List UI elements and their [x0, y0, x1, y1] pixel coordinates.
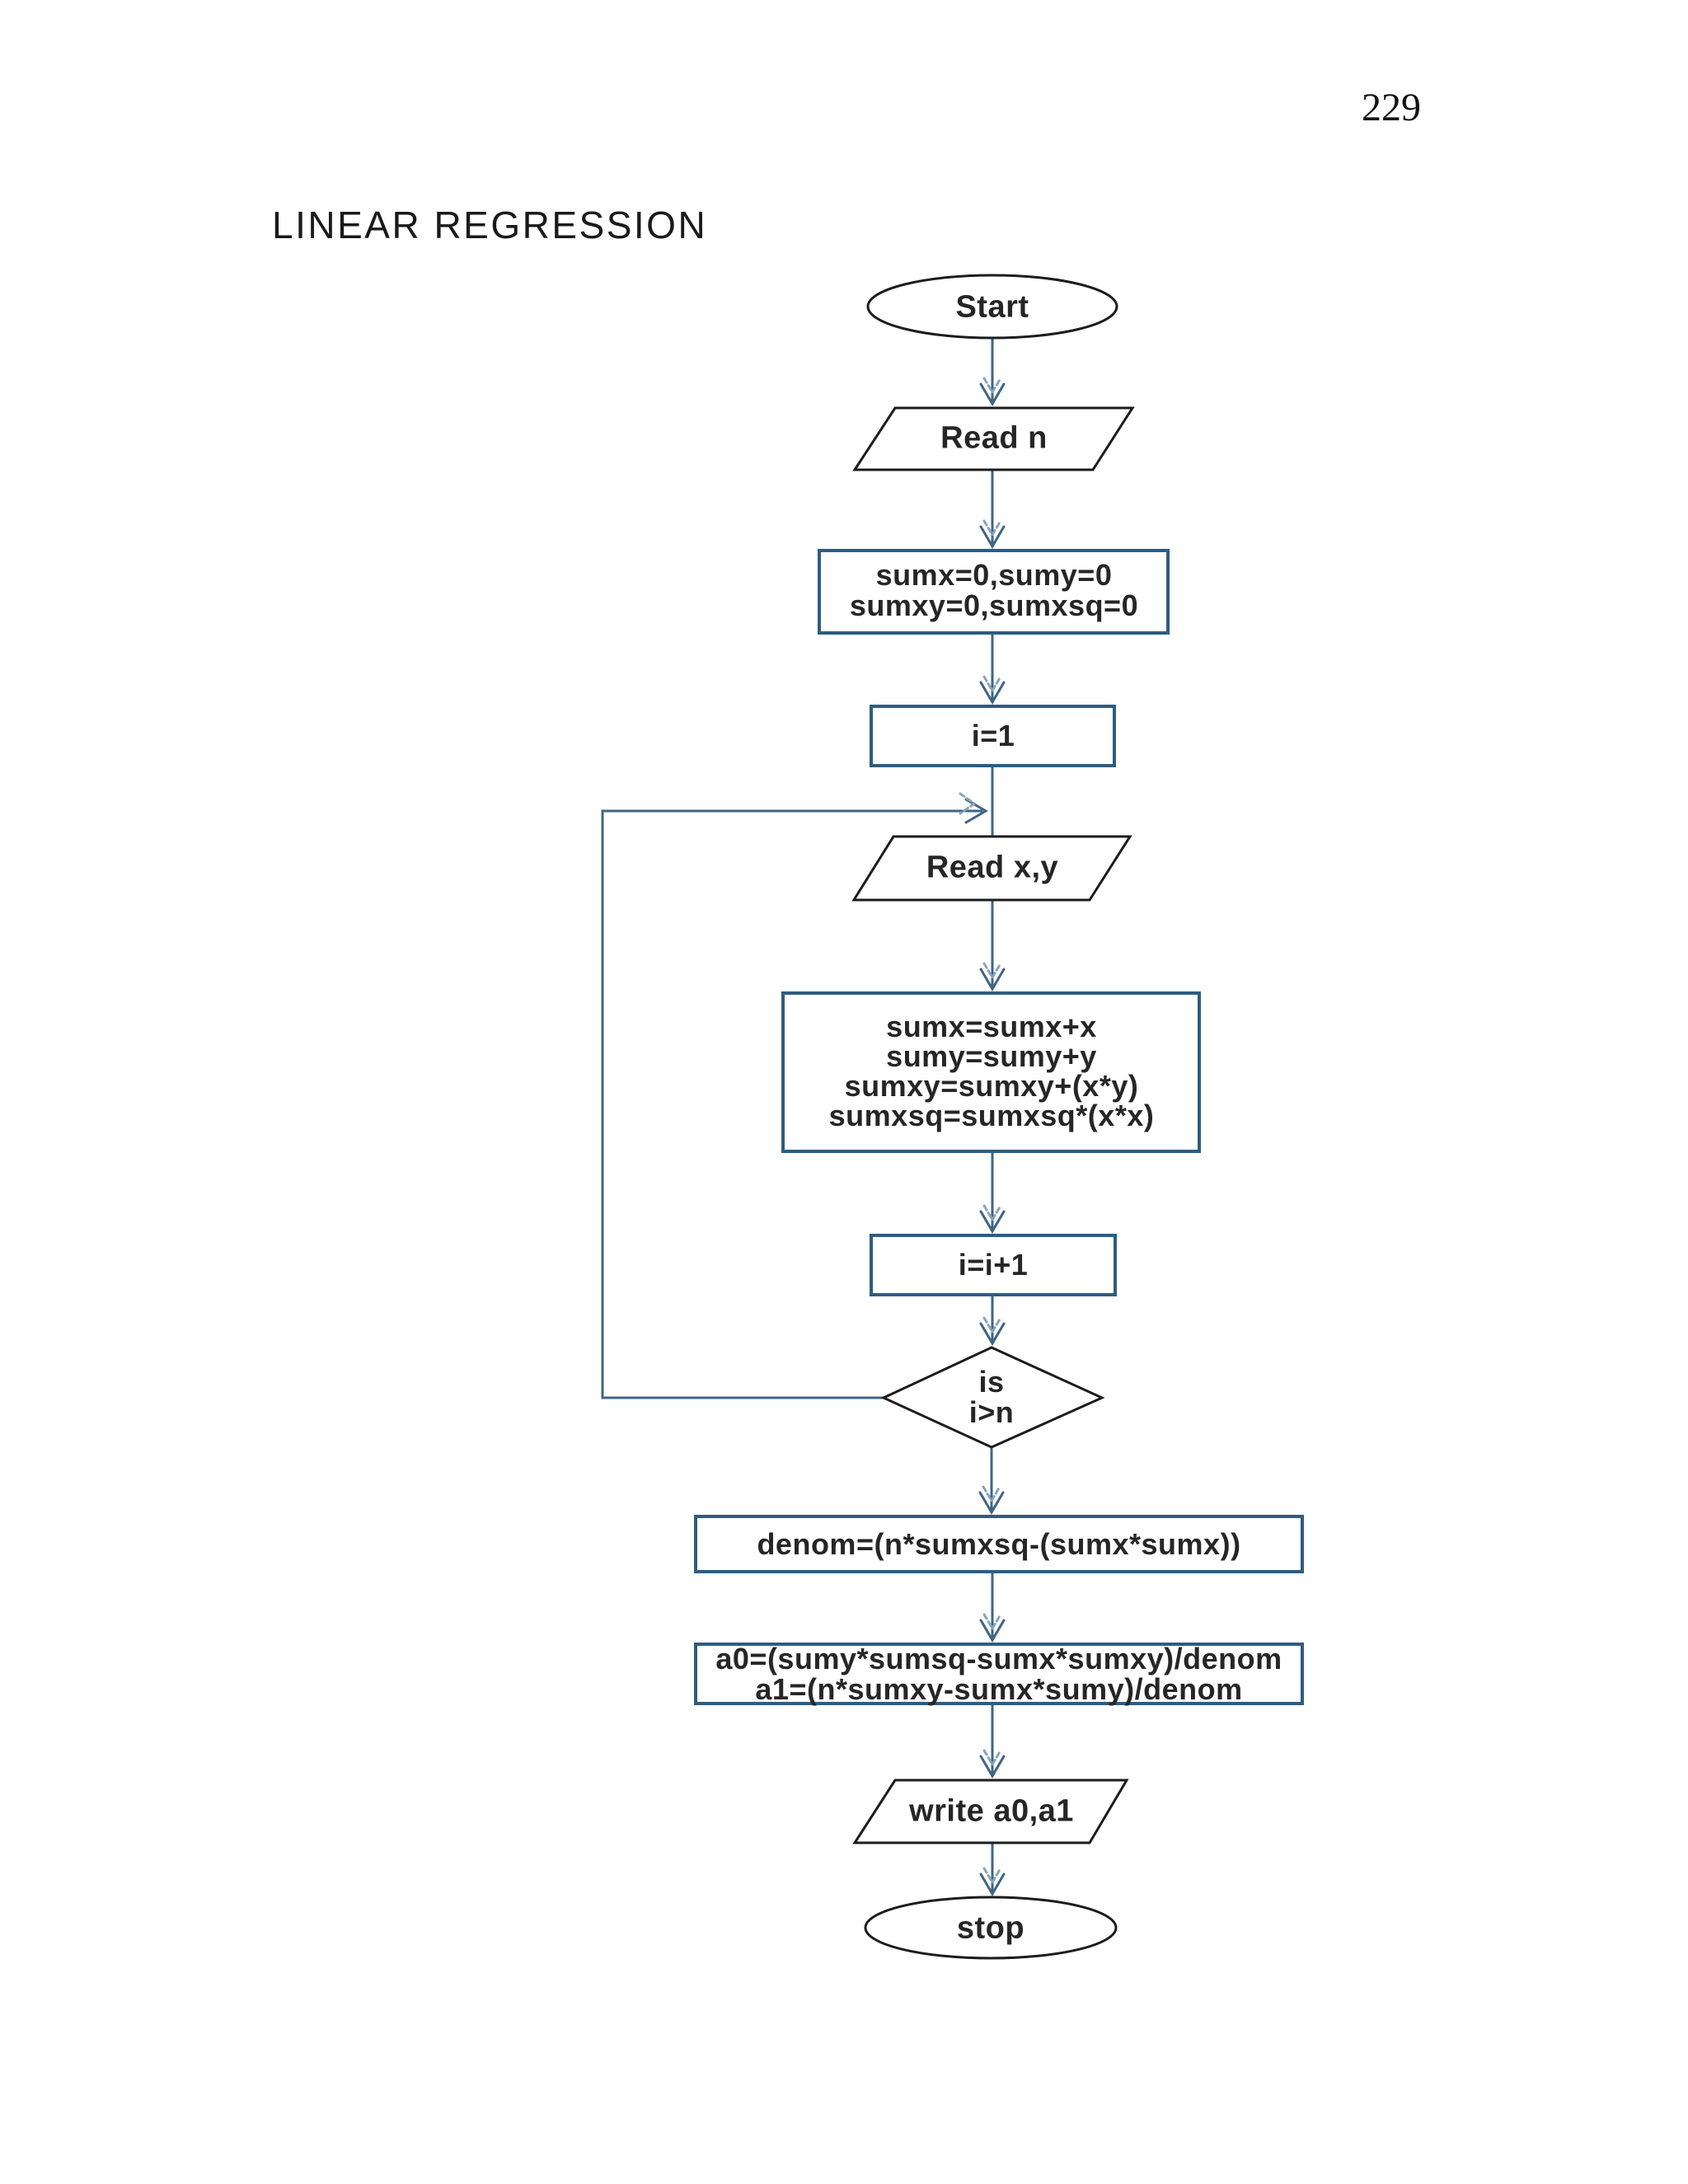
write-label: write a0,a1 [909, 1793, 1074, 1829]
init-process-shape [818, 549, 1170, 635]
write-io-shape [852, 1779, 1129, 1844]
arrowhead-down-icon [979, 1872, 1006, 1896]
arrowhead-down-icon [978, 1491, 1005, 1515]
init-line-1: sumx=0,sumy=0 [875, 558, 1113, 592]
accum-line-4: sumxsq=sumxsq*(x*x) [828, 1099, 1155, 1132]
denom-process-shape [694, 1515, 1304, 1573]
init-line-2: sumxy=0,sumxsq=0 [849, 588, 1139, 622]
increment-process-shape [870, 1234, 1117, 1296]
read-xy-label: Read x,y [926, 850, 1059, 885]
arrowhead-ghost-icon [982, 1316, 1002, 1334]
decision-line-2: i>n [968, 1395, 1015, 1429]
accum-line-3: sumxy=sumxy+(x*y) [844, 1069, 1139, 1103]
accum-line-2: sumy=sumy+y [886, 1039, 1097, 1073]
accum-line-1: sumx=sumx+x [886, 1010, 1097, 1043]
set-i-label: i=1 [971, 719, 1015, 752]
accumulate-process-shape [781, 991, 1201, 1153]
coeff-line-1: a0=(sumy*sumsq-sumx*sumxy)/denom [715, 1642, 1282, 1675]
arrowhead-ghost-icon [982, 1867, 1002, 1885]
decision-line-1: is [978, 1365, 1005, 1399]
page-title: LINEAR REGRESSION [272, 204, 708, 246]
arrowhead-ghost-icon [982, 1749, 1002, 1767]
arrowhead-ghost-icon [982, 675, 1002, 693]
start-terminator-shape [866, 274, 1118, 340]
coeff-line-2: a1=(n*sumxy-sumx*sumy)/denom [755, 1672, 1243, 1706]
start-label: Start [955, 289, 1029, 325]
increment-label: i=i+1 [958, 1248, 1029, 1282]
read-n-label: Read n [940, 420, 1048, 456]
arrowhead-ghost-icon [959, 792, 977, 815]
arrowheads-ghost [959, 377, 1002, 1885]
arrowhead-ghost-icon [982, 1613, 1002, 1631]
arrowhead-ghost-icon [982, 962, 1002, 980]
denom-label: denom=(n*sumxsq-(sumx*sumx)) [757, 1527, 1241, 1561]
arrowhead-ghost-icon [982, 519, 1002, 537]
decision-diamond-shape [880, 1346, 1105, 1449]
arrowhead-down-icon [979, 1755, 1006, 1779]
arrowhead-down-icon [979, 1322, 1006, 1346]
arrowheads [964, 382, 1006, 1896]
coeff-process-shape [694, 1643, 1304, 1705]
arrowhead-down-icon [979, 681, 1006, 705]
arrowhead-ghost-icon [982, 377, 1002, 395]
arrowhead-down-icon [979, 525, 1006, 549]
arrowhead-down-icon [979, 382, 1006, 406]
read-n-io-shape [852, 406, 1135, 471]
page-number: 229 [1362, 86, 1421, 129]
stop-label: stop [956, 1910, 1025, 1946]
arrowhead-ghost-icon [982, 1485, 1001, 1503]
set-i-process-shape [870, 705, 1116, 767]
arrowhead-down-icon [979, 1619, 1006, 1643]
arrowhead-down-icon [979, 1210, 1006, 1234]
stop-terminator-shape [864, 1896, 1118, 1960]
arrowhead-ghost-icon [982, 1204, 1002, 1222]
arrowhead-down-icon [979, 968, 1006, 991]
read-xy-io-shape [851, 835, 1132, 902]
loop-back-connector [601, 809, 982, 1399]
